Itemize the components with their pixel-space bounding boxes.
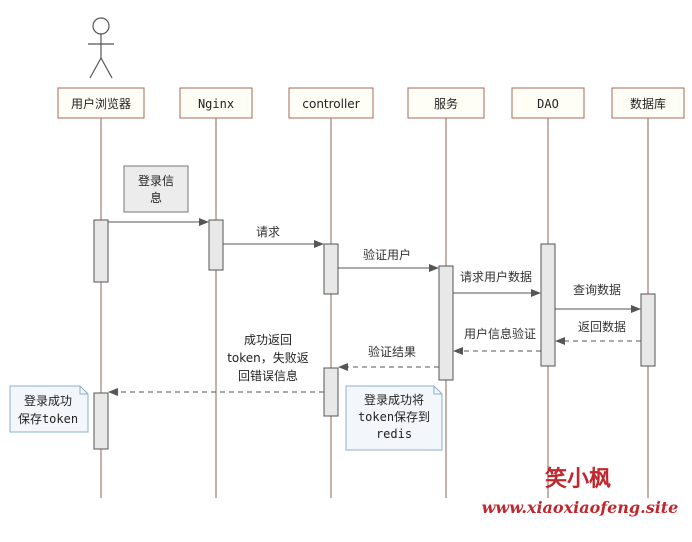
note-login-info: 登录信 息 — [123, 165, 189, 213]
activation-dao — [540, 243, 556, 367]
activation-service — [438, 265, 454, 381]
actor-database: 数据库 — [611, 87, 685, 119]
message-arrows — [108, 218, 641, 396]
actor-label-dao: DAO — [537, 97, 559, 111]
note-line: 登录信 — [138, 173, 174, 188]
actor-controller: controller — [288, 87, 374, 119]
user-actor-icon — [88, 17, 114, 79]
activation-bars — [93, 219, 656, 450]
watermark: 笑小枫 www.xiaoxiaofeng.site — [482, 466, 679, 517]
actor-label-controller: controller — [302, 97, 359, 111]
actor-label-database: 数据库 — [630, 96, 666, 111]
message-labels: 请求 验证用户 请求用户数据 查询数据 返回数据 用户信息验证 验证结果 — [256, 225, 626, 359]
activation-controller-request — [323, 243, 339, 295]
note-line: token，失败返 — [227, 350, 309, 365]
actor-headers: 用户浏览器 Nginx controller 服务 DAO 数据库 — [57, 87, 685, 119]
message-label-query-data: 查询数据 — [573, 282, 621, 297]
note-line: 登录成功 — [24, 393, 72, 408]
activation-database — [640, 293, 656, 367]
message-label-verify-result: 验证结果 — [368, 344, 416, 359]
message-label-user-info-verify: 用户信息验证 — [464, 326, 536, 341]
actor-label-browser: 用户浏览器 — [71, 96, 131, 111]
message-label-request: 请求 — [256, 225, 280, 239]
activation-controller-response — [323, 367, 339, 417]
actor-dao: DAO — [511, 87, 585, 119]
note-login-success-redis: 登录成功将 token保存到 redis — [345, 385, 443, 451]
activation-nginx — [208, 219, 224, 271]
note-line: 保存token — [18, 412, 78, 426]
actor-service: 服务 — [407, 87, 485, 119]
actor-nginx: Nginx — [179, 87, 253, 119]
message-label-request-user-data: 请求用户数据 — [460, 269, 532, 284]
note-line: 登录成功将 — [364, 392, 424, 407]
note-line: 回错误信息 — [238, 368, 298, 383]
message-label-verify-user: 验证用户 — [363, 247, 411, 262]
activation-browser-response — [93, 392, 109, 450]
watermark-url: www.xiaoxiaofeng.site — [482, 498, 679, 517]
actor-label-nginx: Nginx — [198, 97, 234, 111]
note-line: token保存到 — [358, 410, 430, 424]
activation-browser-request — [93, 219, 109, 283]
note-line: 息 — [150, 190, 162, 205]
note-controller-return: 成功返回 token，失败返 回错误信息 — [227, 333, 309, 383]
actor-browser: 用户浏览器 — [57, 87, 145, 119]
note-login-success-save: 登录成功 保存token — [9, 385, 89, 433]
watermark-title: 笑小枫 — [545, 466, 611, 492]
note-line: redis — [376, 427, 412, 441]
note-line: 成功返回 — [244, 333, 292, 347]
message-label-return-data: 返回数据 — [578, 319, 626, 334]
actor-label-service: 服务 — [434, 96, 458, 111]
